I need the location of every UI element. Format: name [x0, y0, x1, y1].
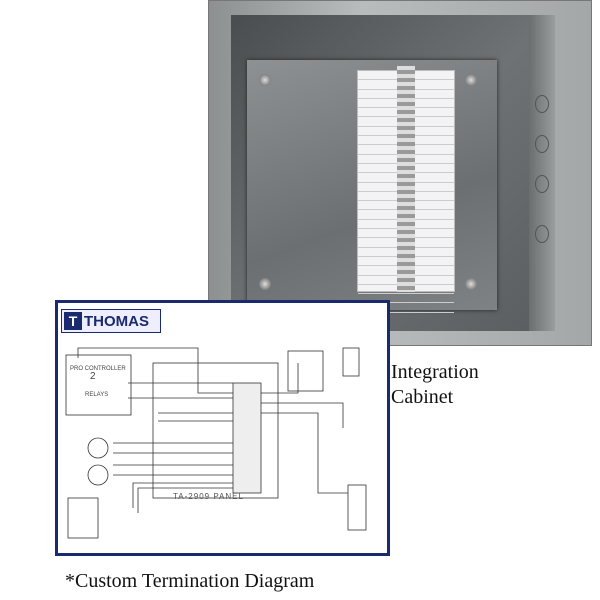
controller-name: PRO CONTROLLER: [70, 366, 126, 372]
cabinet-side-wall: [529, 15, 555, 331]
terminal-strip: [397, 66, 415, 292]
screw-icon: [465, 74, 477, 86]
knockout-hole: [535, 175, 549, 193]
cabinet-interior: [231, 15, 555, 331]
diagram-caption: *Custom Termination Diagram: [65, 570, 315, 592]
logo-text: THOMAS: [84, 313, 149, 330]
knockout-hole: [535, 135, 549, 153]
controller-label: PRO CONTROLLER 2 RELAYS: [70, 365, 126, 399]
knockout-hole: [535, 225, 549, 243]
controller-number: 2: [90, 371, 96, 382]
relays-label: RELAYS: [85, 392, 109, 398]
panel-label: TA-2909 PANEL: [173, 492, 244, 501]
wiring-diagram: [65, 347, 367, 539]
screw-icon: [465, 278, 477, 290]
knockout-hole: [535, 95, 549, 113]
logo-mark-icon: T: [64, 312, 82, 330]
cabinet-backplate: [247, 60, 497, 313]
cabinet-caption-line2: Cabinet: [391, 386, 454, 408]
screw-icon: [259, 278, 271, 290]
cabinet-caption: Integration Cabinet: [391, 360, 479, 410]
cabinet-caption-line1: Integration: [391, 361, 479, 383]
integration-cabinet-photo: [208, 0, 592, 346]
screw-icon: [259, 74, 271, 86]
